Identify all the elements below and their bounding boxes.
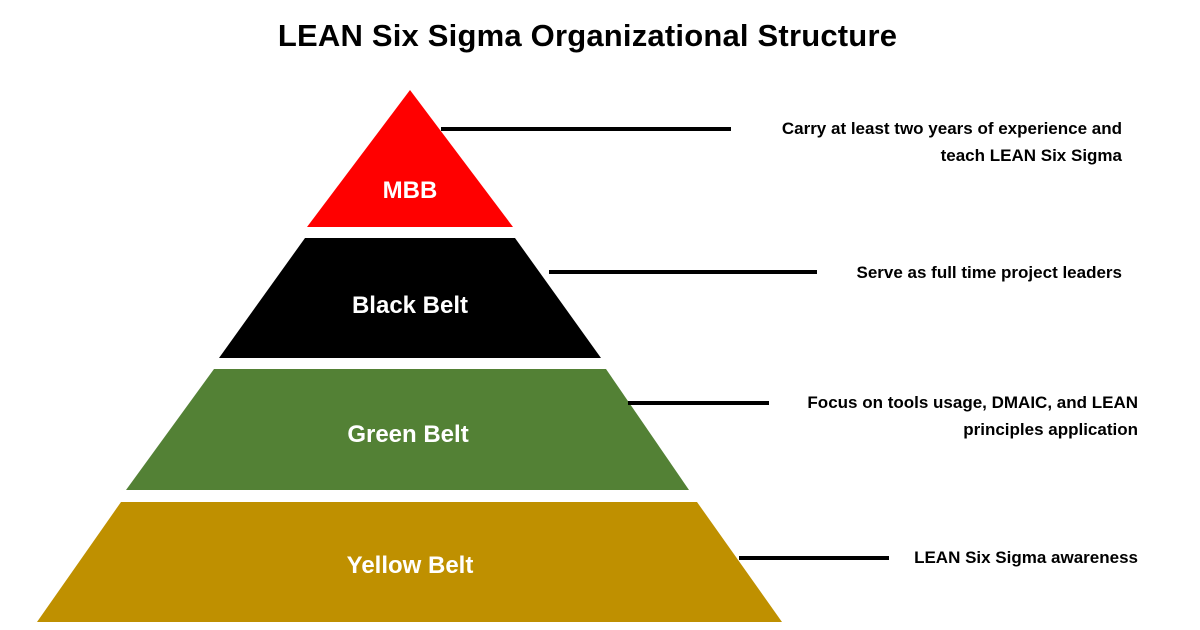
- tier-mbb-label: MBB: [382, 177, 438, 204]
- description-line: Carry at least two years of experience a…: [781, 119, 1122, 138]
- tier-green-belt-description: Focus on tools usage, DMAIC, and LEAN pr…: [740, 389, 1138, 443]
- tier-black-belt-label: Black Belt: [351, 292, 469, 319]
- description-line: Focus on tools usage, DMAIC, and LEAN: [807, 393, 1138, 412]
- tier-yellow-belt-label: Yellow Belt: [346, 552, 474, 579]
- description-line: teach LEAN Six Sigma: [940, 146, 1122, 165]
- tier-black-belt-description: Serve as full time project leaders: [780, 259, 1122, 286]
- description-line: LEAN Six Sigma awareness: [914, 548, 1138, 567]
- tier-green-belt-label: Green Belt: [347, 421, 469, 448]
- tier-mbb-shape: [307, 90, 513, 227]
- tier-yellow-belt-description: LEAN Six Sigma awareness: [860, 544, 1138, 571]
- description-line: principles application: [963, 420, 1138, 439]
- tier-black-belt-shape: [219, 238, 601, 358]
- diagram-title: LEAN Six Sigma Organizational Structure: [277, 18, 898, 53]
- tier-yellow-belt-shape: [37, 502, 782, 622]
- tier-mbb-description: Carry at least two years of experience a…: [700, 115, 1122, 169]
- description-line: Serve as full time project leaders: [856, 263, 1122, 282]
- tier-green-belt-shape: [126, 369, 689, 490]
